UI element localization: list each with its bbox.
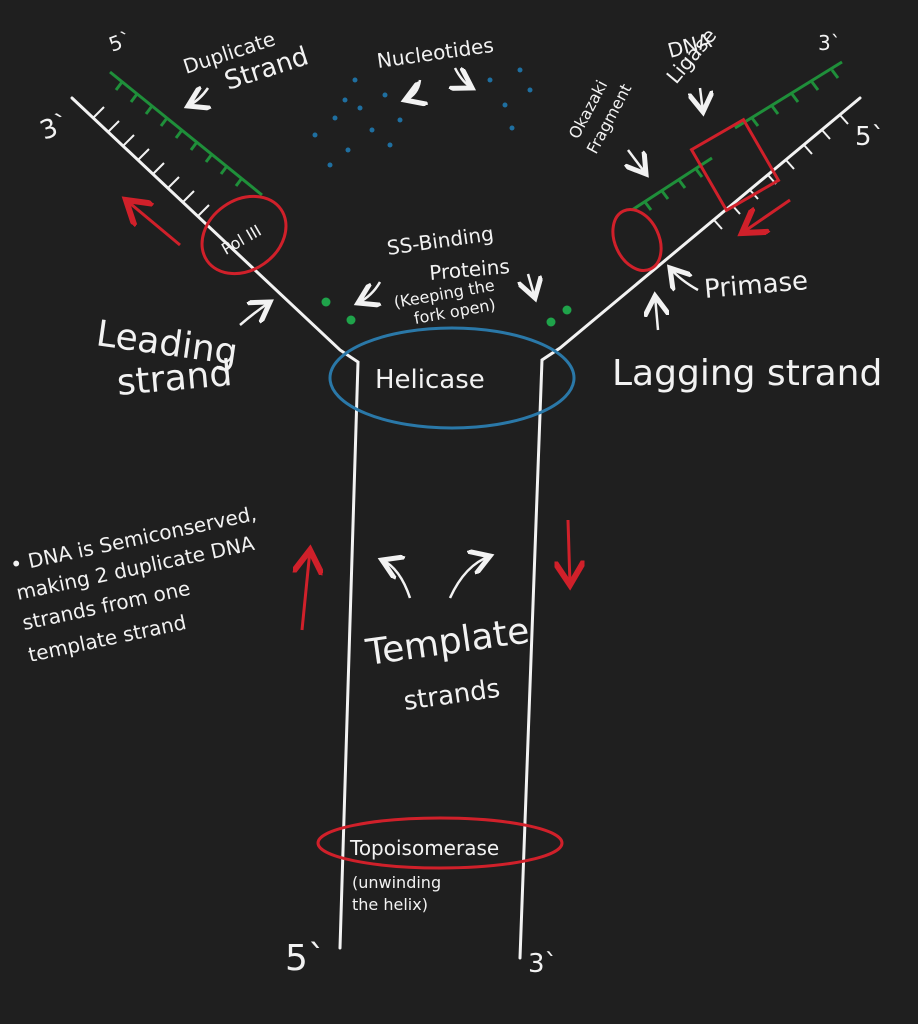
pol-iii-label: Pol III xyxy=(218,221,264,259)
template-strands-label-1: Template xyxy=(363,610,532,674)
okazaki-fragments xyxy=(631,60,843,212)
primase-label: Primase xyxy=(703,266,809,305)
ss-binding-proteins xyxy=(321,297,572,327)
right-template-arm xyxy=(518,96,862,960)
leading-strand-label-2: strand xyxy=(115,353,234,404)
lagging-template-ticks xyxy=(713,114,849,230)
helicase xyxy=(328,326,576,430)
unwinding-label-2: the helix) xyxy=(352,895,428,914)
primase xyxy=(611,208,663,272)
ss-binding-label-1: SS-Binding xyxy=(385,221,495,260)
left-5prime-label: 5` xyxy=(106,26,136,56)
unwinding-label-1: (unwinding xyxy=(352,873,441,892)
nucleotides xyxy=(312,67,533,168)
template-strands-label-2: strands xyxy=(402,674,502,717)
helicase-label: Helicase xyxy=(375,365,485,395)
bottom-5prime-label: 5` xyxy=(285,938,326,979)
nucleotides-label: Nucleotides xyxy=(375,33,495,73)
duplicate-strand-leading xyxy=(109,70,263,197)
right-3prime-label: 3` xyxy=(818,31,841,55)
topoisomerase-label: Topoisomerase xyxy=(349,836,499,860)
left-3prime-label: 3` xyxy=(36,108,74,146)
pointer-arrows xyxy=(188,68,703,599)
direction-arrows xyxy=(126,200,791,631)
leading-template-ticks xyxy=(92,106,210,217)
lagging-strand-label: Lagging strand xyxy=(612,353,882,394)
pol-iii: Pol III xyxy=(200,194,288,276)
bottom-3prime-label: 3` xyxy=(528,949,558,979)
dna-ligase xyxy=(689,117,781,213)
topoisomerase xyxy=(316,816,564,870)
right-5prime-label: 5` xyxy=(855,122,885,152)
